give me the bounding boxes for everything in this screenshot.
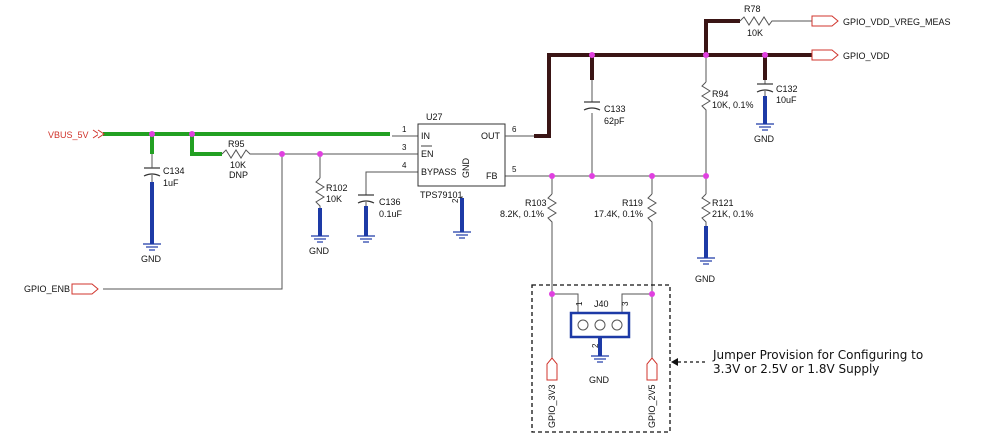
r103-value: 8.2K, 0.1%: [500, 209, 544, 219]
capacitor-c133-symbol: [583, 101, 601, 111]
resistor-r121-symbol: [701, 193, 711, 226]
ic-pin-bypass-num: 4: [402, 161, 407, 170]
jumper-dashed-box: [531, 284, 671, 433]
c132-ref: C132: [776, 84, 798, 94]
ic-pin-bypass-name: BYPASS: [421, 167, 456, 177]
r95-note: DNP: [229, 170, 248, 180]
gpio-3v3-flag: [546, 357, 558, 381]
r103-ref: R103: [525, 198, 547, 208]
ic-pin-out-name: OUT: [481, 131, 501, 141]
c134-value: 1uF: [163, 178, 179, 188]
c136-ref: C136: [379, 197, 401, 207]
capacitor-c134-symbol: [143, 154, 161, 182]
ic-pin-gnd-name: GND: [461, 158, 471, 179]
gnd-label-c134: GND: [141, 254, 162, 264]
resistor-r119-symbol: [647, 193, 657, 224]
ic-pin-in-num: 1: [402, 125, 407, 134]
junction-dots: [149, 52, 768, 297]
c133-value: 62pF: [604, 116, 625, 126]
ic-u27-body: [417, 123, 506, 187]
r121-ref: R121: [712, 198, 734, 208]
note-arrowhead: [671, 358, 678, 366]
r102-value: 10K: [326, 194, 342, 204]
jumper-pin3: 3: [621, 301, 630, 306]
r119-ref: R119: [622, 198, 643, 208]
r119-value: 17.4K, 0.1%: [594, 209, 643, 219]
c133-ref: C133: [604, 104, 626, 114]
capacitor-c136-symbol: [357, 194, 375, 206]
r102-ref: R102: [326, 183, 348, 193]
gnd-label-c132: GND: [754, 134, 775, 144]
r95-value: 10K: [230, 160, 246, 170]
ic-pin-en-num: 3: [402, 143, 407, 152]
gpio-2v5-flag: [646, 357, 658, 381]
thin-wires: [103, 20, 812, 358]
net-label-gpio-2v5: GPIO_2V5: [647, 384, 657, 428]
gnd-label-r102: GND: [309, 246, 330, 256]
ic-pin-fb-name: FB: [486, 171, 498, 181]
gpio-vdd-flag: [811, 49, 839, 61]
net-label-gpio-3v3: GPIO_3V3: [547, 384, 557, 428]
resistor-r103-symbol: [547, 193, 557, 224]
c136-value: 0.1uF: [379, 209, 403, 219]
r78-value: 10K: [747, 28, 763, 38]
ic-pin-en-name: EN: [421, 149, 434, 159]
ic-pin-out-num: 6: [512, 125, 517, 134]
c134-ref: C134: [163, 166, 185, 176]
r94-value: 10K, 0.1%: [712, 100, 754, 110]
r78-ref: R78: [744, 4, 761, 14]
gnd-label-r121: GND: [695, 274, 716, 284]
gnd-label-jumper: GND: [589, 375, 610, 385]
r95-ref: R95: [228, 139, 245, 149]
ic-pin-in-name: IN: [421, 131, 430, 141]
r121-value: 21K, 0.1%: [712, 209, 754, 219]
ic-pin-fb-num: 5: [512, 165, 517, 174]
resistor-r78-symbol: [739, 16, 776, 26]
jumper-pin1: 1: [575, 301, 584, 306]
gpio-enb-flag: [71, 283, 99, 295]
resistor-r95-symbol: [221, 149, 252, 159]
resistor-r94-symbol: [701, 81, 711, 114]
jumper-j40-symbol: [569, 311, 631, 339]
jumper-note-line1: Jumper Provision for Configuring to: [712, 348, 923, 362]
capacitor-c132-symbol: [756, 83, 774, 96]
c132-value: 10uF: [776, 95, 797, 105]
net-label-gpio-vdd-vreg-meas: GPIO_VDD_VREG_MEAS: [843, 17, 951, 27]
net-label-gpio-vdd: GPIO_VDD: [843, 51, 890, 61]
net-label-gpio-enb: GPIO_ENB: [24, 284, 70, 294]
vbus-input-flag: [92, 129, 105, 139]
jumper-note-line2: 3.3V or 2.5V or 1.8V Supply: [713, 362, 879, 376]
net-label-vbus: VBUS_5V: [48, 130, 89, 140]
ic-ref: U27: [426, 112, 443, 122]
jumper-pin2: 2: [591, 343, 600, 348]
jumper-ref: J40: [594, 299, 609, 309]
gpio-vdd-vreg-meas-flag: [811, 15, 839, 27]
ground-symbols: [143, 123, 774, 363]
resistor-r102-symbol: [315, 177, 325, 208]
r94-ref: R94: [712, 89, 729, 99]
ic-pin-gnd-num: 2: [451, 198, 460, 203]
ic-part: TPS79101: [420, 190, 463, 200]
